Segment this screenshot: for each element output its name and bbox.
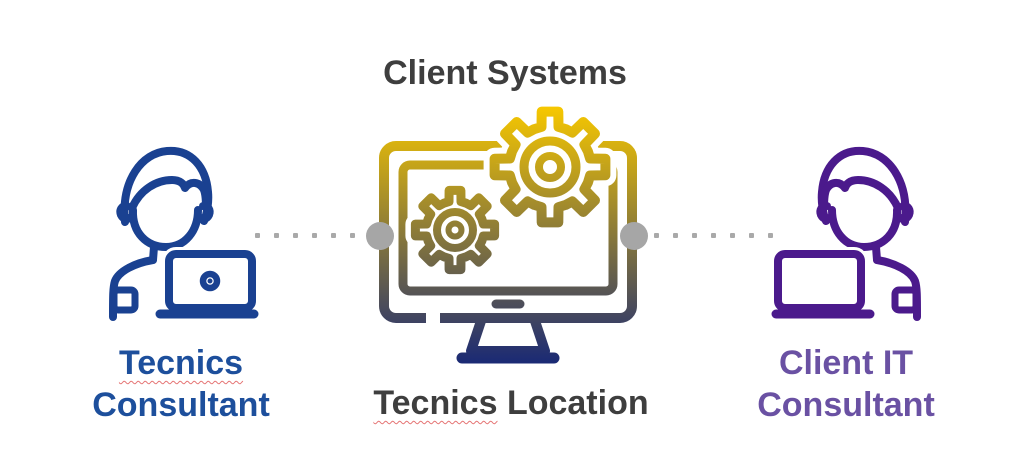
connector-left	[255, 233, 355, 238]
right-node-label: Client IT Consultant	[757, 342, 935, 426]
connector-endpoint-right	[620, 222, 648, 250]
connector-dot	[711, 233, 716, 238]
connector-dot	[350, 233, 355, 238]
right-node-label-line1: Client IT	[778, 344, 914, 382]
right-consultant-at-laptop-icon	[740, 130, 940, 330]
connector-dot	[312, 233, 317, 238]
connector-dot	[274, 233, 279, 238]
big-gear-hub	[535, 152, 565, 182]
center-node-label-word: Tecnics	[373, 384, 498, 422]
big-gear-ring	[519, 136, 581, 198]
connector-right	[654, 233, 773, 238]
connector-endpoint-left	[366, 222, 394, 250]
monitor-with-gears-icon	[379, 100, 637, 364]
big-gear-icon	[489, 106, 611, 228]
connector-dot	[673, 233, 678, 238]
connector-dot	[331, 233, 336, 238]
small-gear-hub	[445, 220, 465, 240]
connector-dot	[255, 233, 260, 238]
connector-dot	[749, 233, 754, 238]
page-title: Client Systems	[383, 54, 627, 92]
connector-dot	[692, 233, 697, 238]
small-gear-ring	[433, 208, 477, 252]
connector-dot	[768, 233, 773, 238]
laptop-logo-dot-icon	[207, 278, 213, 284]
left-node-label: Tecnics Consultant	[92, 342, 270, 426]
left-node-label-line1: Tecnics	[118, 344, 244, 382]
left-node-label-line2: Consultant	[92, 386, 270, 424]
center-node-label-rest: Location	[506, 384, 649, 422]
monitor-frame-gap	[426, 311, 440, 325]
center-node-label: Tecnics Location	[373, 382, 648, 424]
left-consultant-at-laptop-icon	[90, 130, 290, 330]
monitor-stand	[466, 313, 550, 356]
right-node-label-line2: Consultant	[757, 386, 935, 424]
connector-dot	[293, 233, 298, 238]
connector-dot	[730, 233, 735, 238]
small-gear-icon	[410, 185, 500, 275]
connector-dot	[654, 233, 659, 238]
